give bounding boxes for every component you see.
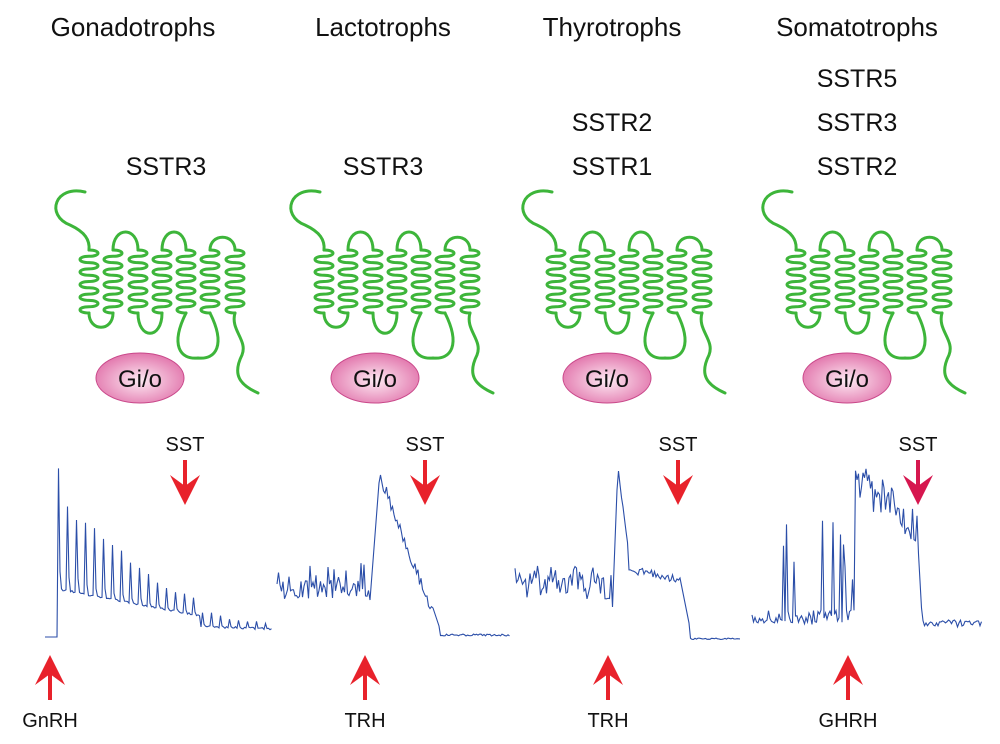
g-protein-label: Gi/o — [585, 366, 629, 393]
gpcr-receptor-icon — [54, 189, 260, 395]
sst-arrow-icon — [410, 460, 440, 505]
gpcr-receptor-icon — [289, 189, 495, 395]
cell-type-title: Lactotrophs — [315, 12, 451, 42]
stimulus-label: TRH — [344, 710, 385, 732]
sst-arrow-icon — [903, 460, 933, 505]
receptor-subtype-label: SSTR3 — [126, 153, 207, 181]
sst-label: SST — [166, 434, 205, 456]
secretion-trace — [514, 471, 741, 641]
stimulus-arrow-icon — [833, 655, 863, 700]
secretion-trace — [751, 468, 983, 629]
stimulus-arrow-icon — [35, 655, 65, 700]
gio-protein: Gi/o — [95, 352, 185, 404]
gio-protein: Gi/o — [330, 352, 420, 404]
cell-type-title: Somatotrophs — [776, 12, 938, 42]
g-protein-label: Gi/o — [353, 366, 397, 393]
receptor-subtype-label: SSTR2 — [817, 153, 898, 181]
gio-protein: Gi/o — [802, 352, 892, 404]
gio-protein: Gi/o — [562, 352, 652, 404]
gpcr-receptor-icon — [521, 189, 727, 395]
stimulus-label: TRH — [587, 710, 628, 732]
secretion-trace — [45, 468, 272, 638]
sst-label: SST — [406, 434, 445, 456]
receptor-subtype-label: SSTR3 — [817, 109, 898, 137]
secretion-trace — [276, 474, 510, 637]
stimulus-label: GnRH — [22, 710, 78, 732]
stimulus-arrow-icon — [350, 655, 380, 700]
cell-type-title: Thyrotrophs — [543, 12, 682, 42]
g-protein-label: Gi/o — [825, 366, 869, 393]
gpcr-receptor-icon — [761, 189, 967, 395]
receptor-subtype-label: SSTR1 — [572, 153, 653, 181]
sst-label: SST — [899, 434, 938, 456]
receptor-subtype-label: SSTR5 — [817, 65, 898, 93]
stimulus-label: GHRH — [819, 710, 878, 732]
sst-label: SST — [659, 434, 698, 456]
receptor-subtype-label: SSTR3 — [343, 153, 424, 181]
sst-arrow-icon — [663, 460, 693, 505]
g-protein-label: Gi/o — [118, 366, 162, 393]
stimulus-arrow-icon — [593, 655, 623, 700]
sst-arrow-icon — [170, 460, 200, 505]
receptor-subtype-label: SSTR2 — [572, 109, 653, 137]
cell-type-title: Gonadotrophs — [51, 12, 216, 42]
